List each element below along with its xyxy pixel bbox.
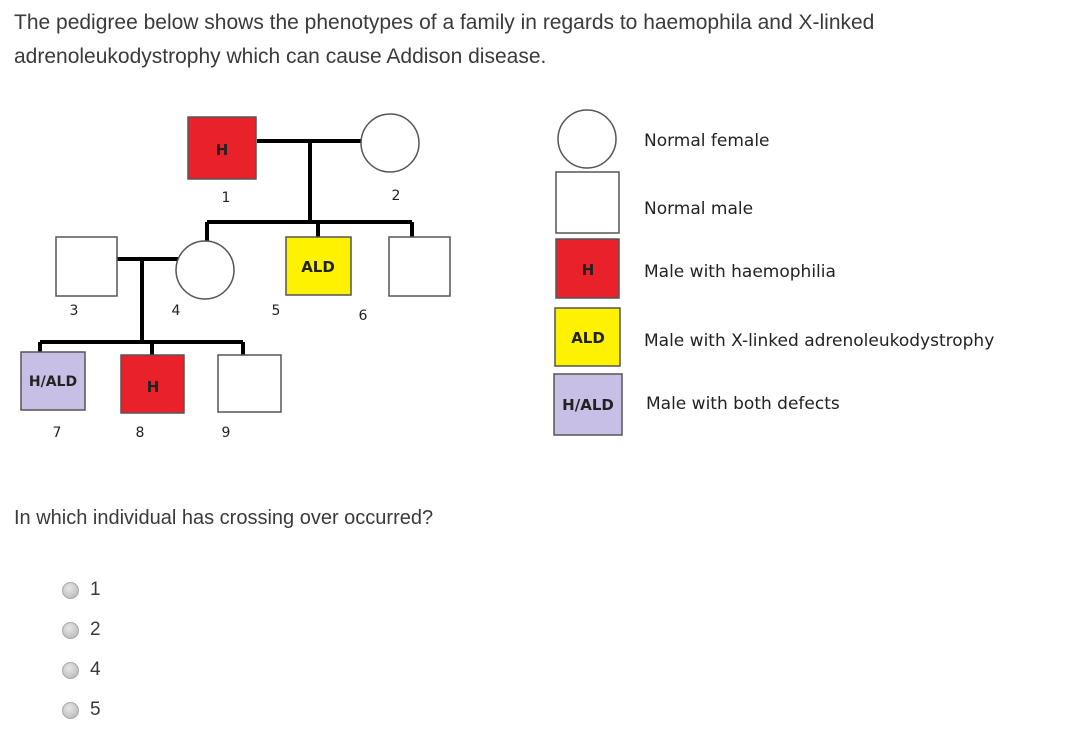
individual-8-symbol: H	[147, 378, 160, 396]
individual-number-9: 9	[222, 425, 231, 441]
legend: Normal female Normal male H Male with ha…	[553, 109, 994, 436]
individual-number-2: 2	[392, 188, 401, 204]
individual-number-7: 7	[53, 425, 62, 441]
pedigree-figure: H 1 2 ALD 3 4 5 6 H/ALD H 7 8 9 Normal f…	[20, 109, 994, 441]
individual-number-1: 1	[222, 190, 231, 206]
intro-text: The pedigree below shows the phenotypes …	[14, 11, 875, 68]
legend-haemophilia-symbol	[555, 238, 620, 299]
legend-both-label: Male with both defects	[646, 394, 840, 414]
individual-3-male	[55, 236, 118, 297]
legend-both-symbol-text: H/ALD	[562, 396, 614, 414]
radio-button[interactable]	[62, 701, 79, 719]
legend-normal-male-label: Normal male	[644, 199, 753, 219]
individual-1-haemophilia-male	[187, 116, 257, 180]
individual-number-8: 8	[136, 425, 145, 441]
individual-number-4: 4	[172, 303, 181, 319]
individual-6-male	[388, 236, 451, 297]
individual-9-male	[217, 354, 282, 413]
individual-1-symbol: H	[216, 141, 229, 159]
individual-number-5: 5	[272, 303, 281, 319]
individual-5-ald-male	[285, 236, 352, 296]
option-label[interactable]: 5	[90, 699, 101, 720]
legend-normal-male-symbol	[555, 171, 620, 234]
individual-2-female	[360, 113, 420, 173]
radio-button[interactable]	[62, 661, 79, 679]
option-5[interactable]: 5	[62, 690, 101, 730]
legend-normal-female-label: Normal female	[644, 131, 770, 151]
question-text: In which individual has crossing over oc…	[14, 507, 434, 529]
option-label[interactable]: 1	[90, 579, 101, 600]
radio-button[interactable]	[62, 581, 79, 599]
option-4[interactable]: 4	[62, 650, 101, 690]
individual-7-symbol: H/ALD	[29, 374, 77, 390]
individual-number-6: 6	[359, 308, 368, 324]
individual-7-both-defects-male	[20, 351, 86, 411]
option-label[interactable]: 4	[90, 659, 101, 680]
option-label[interactable]: 2	[90, 619, 101, 640]
option-1[interactable]: 1	[62, 570, 101, 610]
individual-5-symbol: ALD	[301, 258, 335, 276]
legend-ald-label: Male with X-linked adrenoleukodystrophy	[644, 331, 994, 351]
radio-button[interactable]	[62, 621, 79, 639]
legend-haemophilia-label: Male with haemophilia	[644, 262, 836, 282]
individual-number-3: 3	[70, 303, 79, 319]
individual-8-haemophilia-male	[120, 354, 185, 414]
legend-haemophilia-symbol-text: H	[582, 261, 595, 279]
individual-4-female	[175, 240, 235, 300]
legend-both-symbol	[553, 373, 623, 436]
answer-options: 1 2 4 5	[62, 570, 101, 730]
legend-ald-symbol-text: ALD	[571, 329, 605, 347]
pedigree-lines	[38, 139, 414, 355]
option-2[interactable]: 2	[62, 610, 101, 650]
legend-normal-female-symbol	[557, 109, 617, 169]
legend-ald-symbol	[554, 307, 621, 367]
